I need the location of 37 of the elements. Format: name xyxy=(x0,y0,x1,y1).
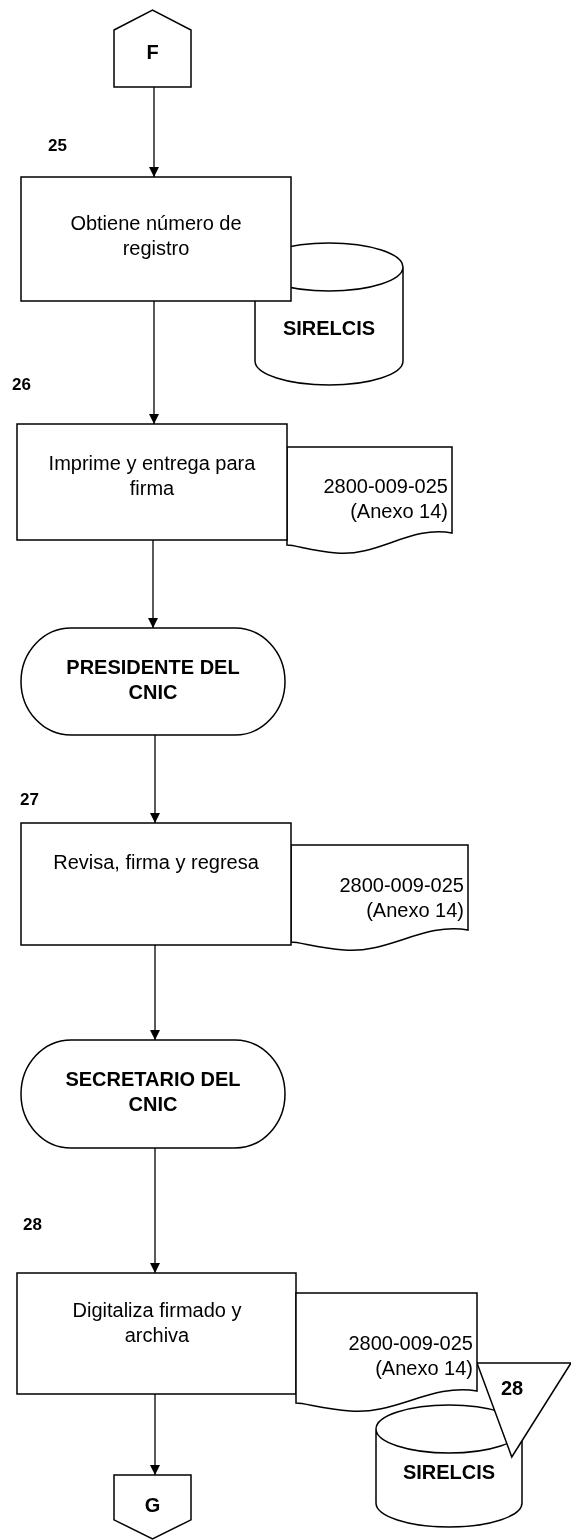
step-number: 25 xyxy=(48,136,67,156)
arrow xyxy=(150,734,160,824)
process-box xyxy=(21,823,291,945)
process-box xyxy=(21,177,291,301)
step-number: 26 xyxy=(12,375,31,395)
document-shape xyxy=(296,1293,477,1413)
step-text: Revisa, firma y regresa xyxy=(52,850,260,875)
shape-label: SECRETARIO DEL CNIC xyxy=(64,1067,242,1117)
arrow xyxy=(148,539,158,629)
arrow xyxy=(150,1393,160,1476)
step-number: 27 xyxy=(20,790,39,810)
database-cylinder xyxy=(255,243,403,385)
arrow xyxy=(149,300,159,425)
shape-label: PRESIDENTE DEL CNIC xyxy=(65,655,241,705)
offpage-connector xyxy=(114,1475,191,1539)
document-shape xyxy=(291,845,468,952)
step-text: Obtiene número de registro xyxy=(69,211,243,261)
shape-label: SIRELCIS xyxy=(401,1460,497,1485)
process-box xyxy=(17,424,287,540)
document-code: 2800-009-025 (Anexo 14) xyxy=(322,474,448,524)
step-number: 28 xyxy=(23,1215,42,1235)
offpage-connector xyxy=(114,10,191,87)
archive-triangle xyxy=(477,1363,571,1457)
step-text: Imprime y entrega para firma xyxy=(47,451,257,501)
shape-label: G xyxy=(143,1493,162,1518)
document-shape xyxy=(287,447,452,555)
arrow xyxy=(150,944,160,1041)
arrow xyxy=(149,86,159,178)
step-text: Digitaliza firmado y archiva xyxy=(71,1298,243,1348)
arrow xyxy=(150,1147,160,1274)
shape-label: 28 xyxy=(499,1376,525,1401)
document-code: 2800-009-025 (Anexo 14) xyxy=(347,1331,473,1381)
document-code: 2800-009-025 (Anexo 14) xyxy=(338,873,464,923)
shape-label: F xyxy=(145,40,160,65)
shape-label: SIRELCIS xyxy=(281,316,377,341)
process-box xyxy=(17,1273,296,1394)
database-cylinder xyxy=(376,1405,522,1527)
